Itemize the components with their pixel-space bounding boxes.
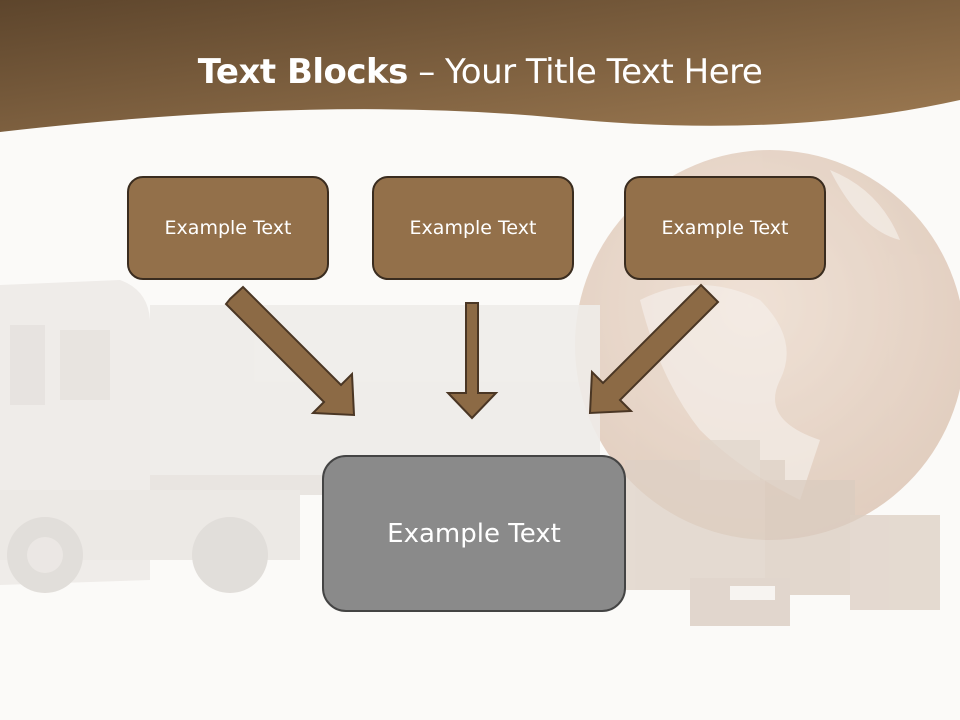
title-separator: – — [407, 52, 446, 92]
text-block-2[interactable]: Example Text — [372, 176, 574, 280]
text-block-3[interactable]: Example Text — [624, 176, 826, 280]
arrow-center-down — [445, 302, 499, 420]
text-block-1-label: Example Text — [164, 217, 292, 239]
slide-title: Text Blocks – Your Title Text Here — [0, 52, 960, 92]
title-bold: Text Blocks — [197, 52, 409, 92]
title-rest: Your Title Text Here — [445, 52, 763, 92]
main-text-block-label: Example Text — [387, 518, 561, 549]
header-band — [0, 0, 960, 132]
boxes-icon — [625, 440, 940, 626]
text-block-3-label: Example Text — [661, 217, 789, 239]
arrow-right-diagonal — [588, 283, 720, 415]
text-block-1[interactable]: Example Text — [127, 176, 329, 280]
main-text-block[interactable]: Example Text — [322, 455, 626, 612]
arrow-left-diagonal — [224, 285, 356, 417]
text-block-2-label: Example Text — [409, 217, 537, 239]
